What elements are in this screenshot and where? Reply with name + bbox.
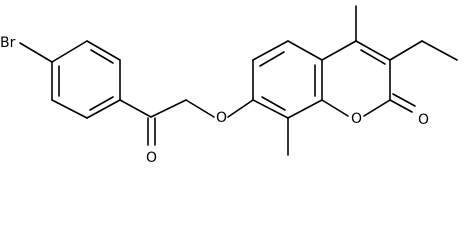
atom-label-ketone-oxygen: O (146, 150, 157, 166)
bromophenyl-ring (19, 40, 121, 119)
atom-label-ether-oxygen: O (216, 110, 227, 126)
structure-diagram: Br O O O O (0, 5, 458, 166)
atom-label-ring-oxygen: O (351, 111, 362, 127)
ketone-linker (119, 99, 254, 146)
pyranone-ring (321, 5, 458, 117)
coumarin-benzo-ring (252, 40, 323, 156)
svg-text:O: O (216, 110, 227, 126)
svg-text:Br: Br (0, 35, 16, 51)
atom-label-bromine: Br (0, 33, 18, 51)
svg-text:O: O (418, 112, 429, 128)
atom-label-carbonyl-oxygen: O (418, 112, 429, 128)
svg-text:O: O (351, 111, 362, 127)
svg-text:O: O (146, 150, 157, 166)
